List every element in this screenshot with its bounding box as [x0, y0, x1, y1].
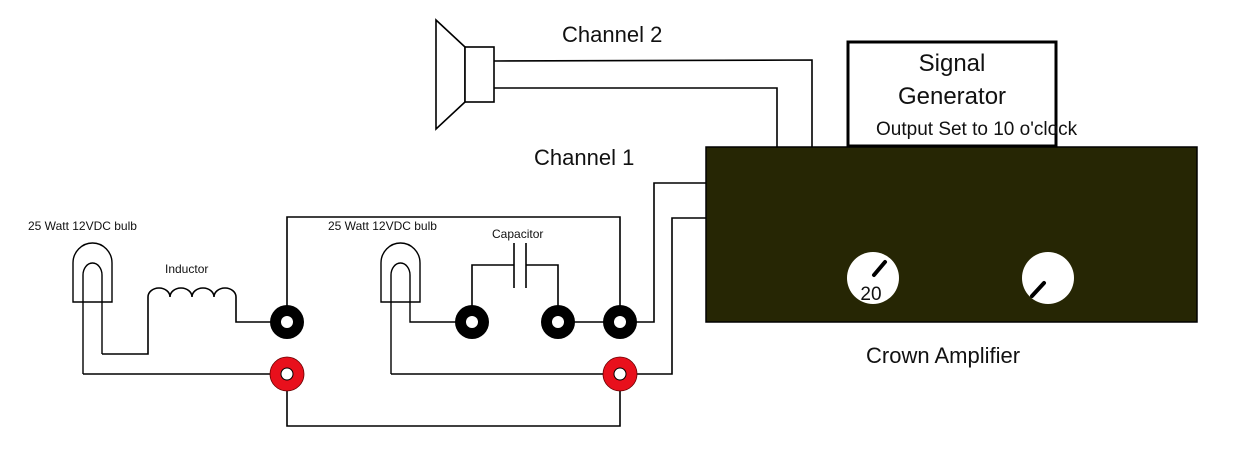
binding-post-black[interactable] — [541, 305, 575, 339]
signal-generator: Signal Generator — [846, 40, 1058, 148]
bulb-2 — [380, 242, 472, 374]
output-setting-label: Output Set to 10 o'clock — [876, 119, 1078, 140]
binding-post-red[interactable] — [602, 356, 638, 392]
bulb-1-outer — [72, 242, 113, 303]
binding-posts — [269, 305, 638, 392]
knob-1-value: 20 — [860, 284, 881, 305]
speaker-wire-bottom — [494, 87, 778, 147]
binding-post-black[interactable] — [455, 305, 489, 339]
crown-amplifier: 20 — [705, 146, 1198, 323]
signal-generator-box — [846, 40, 1058, 148]
knob-1-indicator — [872, 260, 887, 277]
knob-2[interactable] — [1022, 252, 1074, 304]
binding-post-black[interactable] — [270, 305, 304, 339]
bulb-1-filament — [82, 262, 103, 374]
binding-post-black[interactable] — [603, 305, 637, 339]
amplifier-label: Crown Amplifier — [866, 343, 1020, 368]
inductor — [102, 287, 287, 355]
signal-generator-title-line1: Signal — [919, 50, 986, 77]
top-bridge-wire — [286, 216, 621, 322]
knob-2-indicator — [1030, 281, 1046, 298]
bulb1-label: 25 Watt 12VDC bulb — [28, 219, 137, 233]
amp-wire-positive — [620, 182, 706, 323]
inductor-coil — [102, 287, 287, 355]
speaker-wire-top — [493, 59, 813, 147]
signal-generator-title-line2: Generator — [898, 83, 1006, 110]
speaker-magnet — [464, 46, 495, 103]
binding-post-red[interactable] — [269, 356, 305, 392]
knob-1[interactable] — [847, 252, 899, 304]
inductor-label: Inductor — [165, 262, 208, 276]
channel2-label: Channel 2 — [562, 22, 662, 47]
bulb-2-outer — [380, 242, 421, 303]
gain-knob-channel1[interactable]: 20 — [847, 252, 899, 305]
bulb-2-filament — [390, 262, 472, 374]
speaker — [435, 18, 495, 131]
amplifier-body — [705, 146, 1198, 323]
speaker-cone — [435, 18, 466, 131]
gain-knob-channel2[interactable] — [1022, 252, 1074, 304]
channel1-label: Channel 1 — [534, 145, 634, 170]
capacitor — [471, 243, 559, 322]
capacitor-label: Capacitor — [492, 227, 543, 241]
amp-wire-negative — [620, 217, 706, 375]
bottom-return-wire — [286, 374, 621, 427]
bulb-1 — [72, 242, 113, 374]
capacitor-wire-left — [471, 264, 514, 322]
bulb2-label: 25 Watt 12VDC bulb — [328, 219, 437, 233]
capacitor-wire-right — [526, 264, 559, 322]
